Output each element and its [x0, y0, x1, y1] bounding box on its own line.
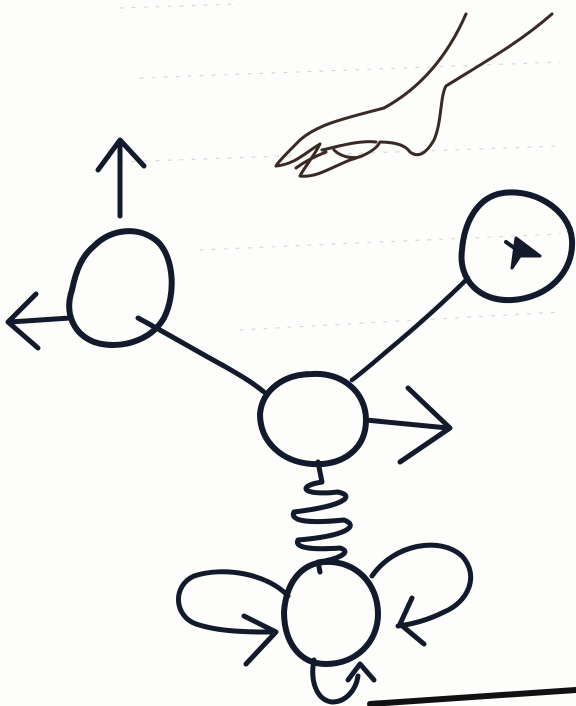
node-bottom: [284, 562, 378, 664]
edge-right-to-center: [352, 278, 468, 380]
notebook-rules: [120, 4, 560, 330]
direction-arrow-icon: [98, 140, 144, 216]
rule-line: [120, 4, 240, 8]
node-center: [260, 374, 366, 464]
page-edge-line: [370, 690, 576, 704]
node-circle: [284, 562, 378, 664]
node-right-marked: [462, 192, 573, 300]
rule-line: [140, 62, 560, 78]
spring-edge-center-to-bottom: [293, 462, 350, 572]
direction-arrow-up: [98, 140, 144, 216]
rule-line: [240, 312, 560, 330]
rotation-arrow-icon: [178, 572, 288, 664]
node-upper-left: [69, 231, 171, 345]
pointing-hand-icon: [276, 14, 552, 176]
hand-outline: [276, 14, 552, 176]
rotation-arrow-icon: [372, 545, 471, 644]
node-circle: [260, 374, 366, 464]
node-circle: [69, 231, 171, 345]
cursor-arrow-icon: [512, 238, 540, 268]
direction-arrow-left: [8, 294, 70, 348]
rotation-arrow-left: [178, 572, 288, 664]
direction-arrow-icon: [366, 388, 450, 462]
direction-arrow-icon: [8, 294, 70, 348]
rotation-arrow-right: [372, 545, 471, 644]
direction-arrow-right: [366, 388, 450, 462]
